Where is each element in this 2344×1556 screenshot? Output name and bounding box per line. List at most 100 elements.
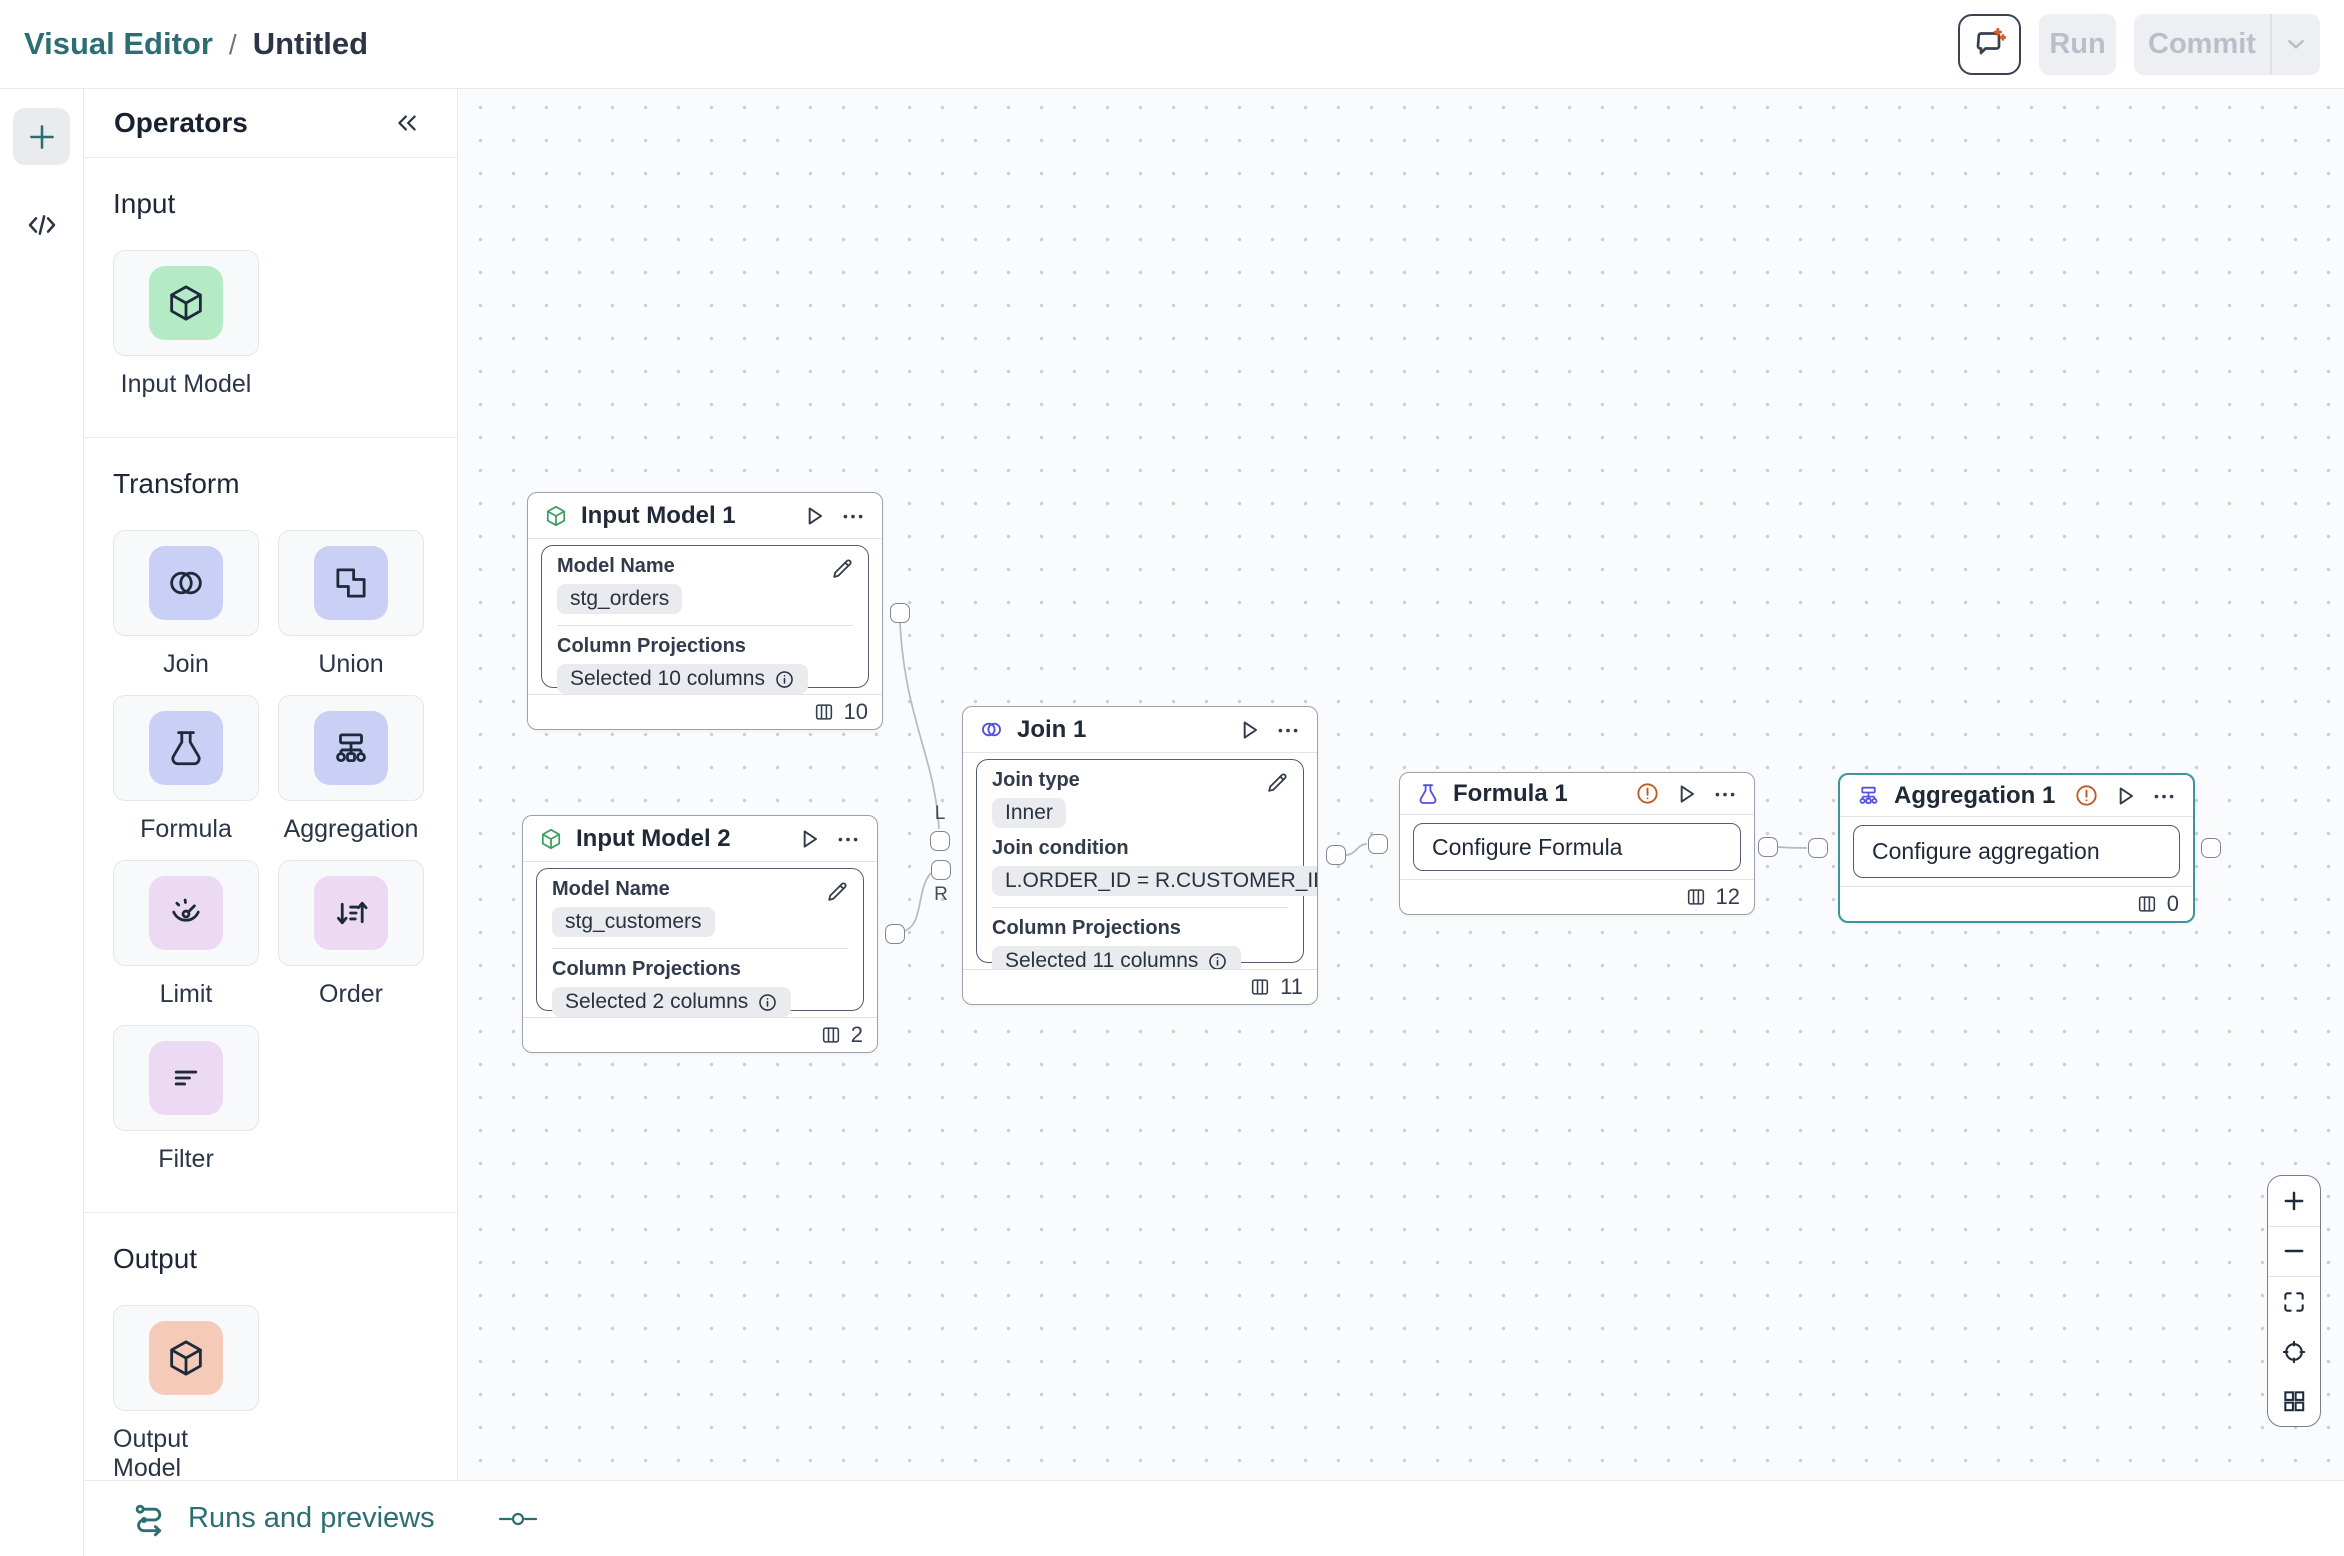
- output-port-aggregation-1[interactable]: [2201, 838, 2221, 858]
- more-options-icon[interactable]: [1275, 717, 1301, 743]
- runs-and-previews-bar[interactable]: Runs and previews: [84, 1480, 2344, 1556]
- pipeline-canvas[interactable]: Input Model 1 Model Na: [458, 89, 2344, 1480]
- operator-input-model[interactable]: Input Model: [113, 250, 259, 399]
- edit-pencil-icon[interactable]: [830, 556, 855, 581]
- column-count: 0: [2166, 891, 2179, 916]
- node-aggregation-1[interactable]: Aggregation 1 Configure aggregation: [1838, 773, 2195, 923]
- column-projections-chip: Selected 2 columns: [552, 987, 792, 1017]
- ai-assistant-button[interactable]: [1958, 13, 2021, 75]
- model-name-chip: stg_orders: [557, 584, 683, 614]
- more-options-icon[interactable]: [1712, 781, 1738, 807]
- play-icon[interactable]: [796, 826, 822, 852]
- operator-label: Output Model: [113, 1425, 189, 1480]
- columns-icon: [2136, 893, 2158, 915]
- play-icon[interactable]: [1236, 717, 1262, 743]
- node-config-card: Model Name stg_customers Column Projecti…: [536, 868, 864, 1017]
- minimap-button[interactable]: [2268, 1376, 2320, 1426]
- join-type-chip: Inner: [992, 798, 1066, 828]
- edit-pencil-icon[interactable]: [1265, 770, 1290, 795]
- chip-text: Selected 10 columns: [570, 667, 765, 690]
- operator-label: Limit: [159, 980, 213, 1008]
- cube-icon: [165, 1337, 207, 1379]
- operators-panel: Operators Input: [84, 89, 458, 1480]
- node-header: Input Model 2: [523, 816, 877, 862]
- node-input-model-1[interactable]: Input Model 1 Model Na: [527, 492, 883, 730]
- panel-resize-handle-icon[interactable]: [497, 1507, 539, 1531]
- target-icon: [2281, 1339, 2307, 1365]
- operator-order[interactable]: Order: [278, 860, 424, 1009]
- input-port-formula-1[interactable]: [1368, 834, 1388, 854]
- canvas-zoom-toolbar: [2267, 1175, 2321, 1427]
- output-port-formula-1[interactable]: [1758, 837, 1778, 857]
- configure-aggregation-button[interactable]: Configure aggregation: [1853, 825, 2180, 878]
- card-divider: [557, 625, 853, 626]
- model-name-chip: stg_customers: [552, 907, 715, 937]
- play-icon[interactable]: [801, 503, 827, 529]
- card-divider: [552, 948, 848, 949]
- info-icon[interactable]: [774, 669, 795, 690]
- output-port-input-model-2[interactable]: [885, 924, 905, 944]
- field-label: Column Projections: [557, 635, 746, 657]
- node-formula-1[interactable]: Formula 1 Configure Formula: [1399, 772, 1755, 915]
- gauge-icon: [165, 892, 207, 934]
- fit-view-button[interactable]: [2268, 1277, 2320, 1327]
- operator-label: Join: [163, 650, 209, 678]
- play-icon[interactable]: [2112, 783, 2138, 809]
- operator-limit[interactable]: Limit: [113, 860, 259, 1009]
- operator-aggregation[interactable]: Aggregation: [278, 695, 424, 844]
- cube-icon: [544, 504, 568, 528]
- field-label: Model Name: [557, 555, 675, 577]
- operator-label: Aggregation: [283, 815, 419, 843]
- locate-button[interactable]: [2268, 1327, 2320, 1377]
- node-title: Join 1: [1017, 715, 1087, 743]
- edit-pencil-icon[interactable]: [825, 879, 850, 904]
- operator-join[interactable]: Join: [113, 530, 259, 679]
- run-button[interactable]: Run: [2039, 13, 2116, 75]
- breadcrumb: Visual Editor / Untitled: [24, 26, 368, 62]
- flask-icon: [1416, 782, 1440, 806]
- zoom-in-button[interactable]: [2268, 1176, 2320, 1227]
- operator-formula[interactable]: Formula: [113, 695, 259, 844]
- top-bar: Visual Editor / Untitled Run Commi: [0, 0, 2344, 89]
- commit-split-button: Commit: [2134, 13, 2320, 75]
- code-view-button[interactable]: [13, 205, 70, 245]
- top-bar-actions: Run Commit: [1958, 13, 2320, 75]
- commit-dropdown-button[interactable]: [2272, 14, 2320, 75]
- zoom-out-button[interactable]: [2268, 1227, 2320, 1278]
- operator-filter[interactable]: Filter: [113, 1025, 259, 1174]
- node-footer: 10: [528, 694, 882, 729]
- node-footer: 2: [523, 1017, 877, 1052]
- operator-output-model[interactable]: Output Model: [113, 1305, 259, 1480]
- cube-icon: [539, 827, 563, 851]
- chat-sparkle-icon: [1972, 26, 2008, 62]
- commit-button[interactable]: Commit: [2148, 27, 2256, 60]
- output-port-input-model-1[interactable]: [890, 603, 910, 623]
- node-join-1[interactable]: Join 1 Join type: [962, 706, 1318, 1005]
- add-operator-button[interactable]: [13, 108, 70, 165]
- play-icon[interactable]: [1673, 781, 1699, 807]
- node-header: Input Model 1: [528, 493, 882, 539]
- columns-icon: [1249, 976, 1271, 998]
- more-options-icon[interactable]: [835, 826, 861, 852]
- operator-union[interactable]: Union: [278, 530, 424, 679]
- node-input-model-2[interactable]: Input Model 2 Model Na: [522, 815, 878, 1053]
- input-port-join-left[interactable]: [930, 831, 950, 851]
- output-port-join-1[interactable]: [1326, 845, 1346, 865]
- column-count: 2: [850, 1022, 863, 1047]
- commit-button-divider: [2270, 13, 2272, 75]
- info-icon[interactable]: [1207, 951, 1228, 969]
- plus-icon: [2280, 1187, 2308, 1215]
- info-icon[interactable]: [757, 992, 778, 1013]
- more-options-icon[interactable]: [2151, 783, 2177, 809]
- breadcrumb-app-link[interactable]: Visual Editor: [24, 26, 213, 61]
- collapse-panel-button[interactable]: [387, 103, 427, 143]
- chip-text: Selected 2 columns: [565, 990, 749, 1013]
- double-chevron-left-icon: [393, 109, 421, 137]
- code-icon: [23, 209, 61, 241]
- node-title: Input Model 1: [581, 501, 736, 529]
- configure-formula-button[interactable]: Configure Formula: [1413, 823, 1741, 871]
- input-port-join-right[interactable]: [931, 860, 951, 880]
- input-port-aggregation-1[interactable]: [1808, 838, 1828, 858]
- join-right-port-label: R: [934, 884, 948, 905]
- more-options-icon[interactable]: [840, 503, 866, 529]
